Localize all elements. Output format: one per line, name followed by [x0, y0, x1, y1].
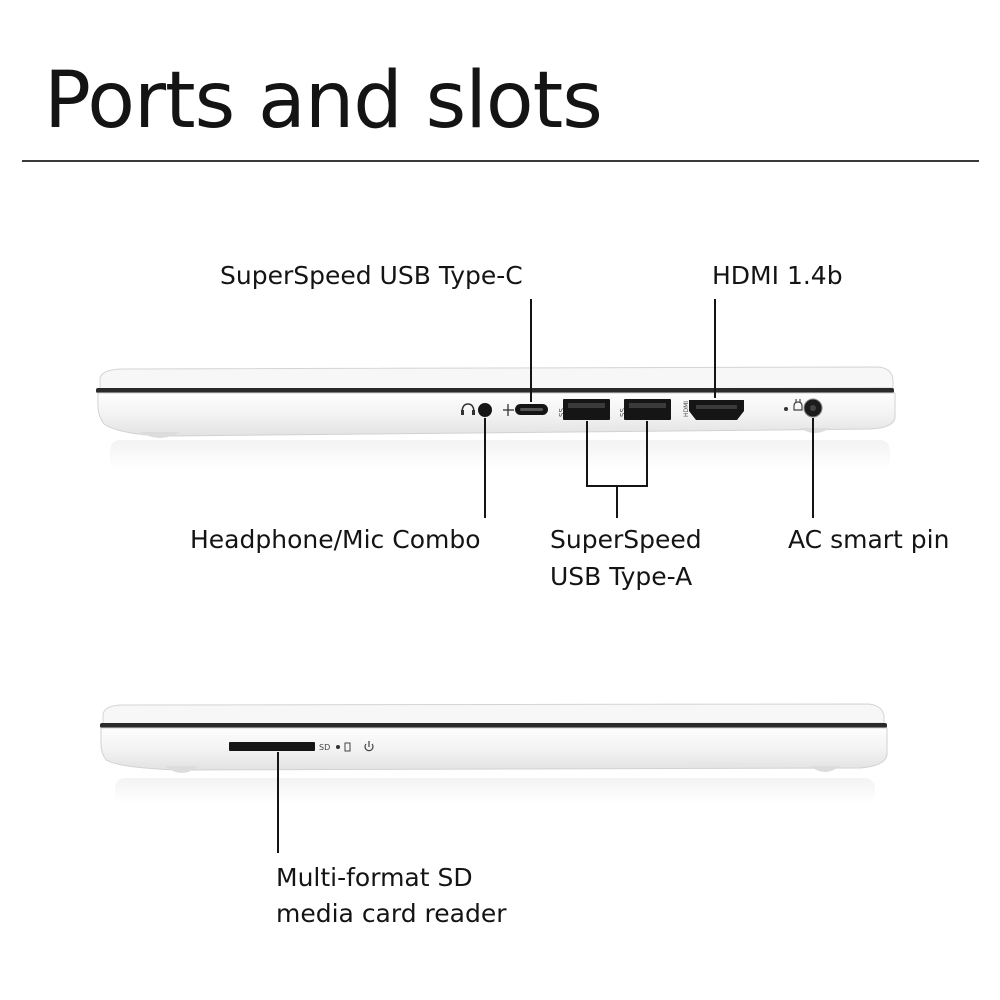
laptop-front-lid [102, 703, 885, 725]
title-divider [22, 160, 979, 162]
label-sd-line2: media card reader [276, 899, 507, 928]
label-usb-a-line1: SuperSpeed [550, 525, 702, 554]
ss-logo-2: SS [619, 408, 627, 417]
laptop-front-base [100, 727, 888, 771]
usb-symbol-icon [503, 404, 514, 416]
page-title: Ports and slots [44, 56, 603, 146]
usb-a-port-1 [563, 399, 610, 420]
laptop-foot-front [140, 432, 180, 438]
laptop-lid [99, 366, 894, 391]
status-led [336, 745, 340, 749]
laptop-foot-back [800, 428, 830, 433]
ss-logo-1: SS [558, 408, 566, 417]
laptop-front-foot-right [810, 766, 840, 772]
label-sd-line1: Multi-format SD [276, 863, 473, 892]
usb-a-port-2 [624, 399, 671, 420]
label-headphone-mic: Headphone/Mic Combo [190, 525, 481, 554]
headphone-mic-jack [478, 403, 492, 417]
label-hdmi: HDMI 1.4b [712, 261, 843, 290]
laptop-front-seam [100, 723, 887, 728]
laptop-seam [96, 388, 894, 393]
hdmi-port [689, 400, 744, 420]
headphone-icon [461, 403, 475, 415]
power-plug-icon [793, 399, 803, 411]
usb-c-tongue [520, 408, 543, 411]
laptop-front-reflection [115, 778, 875, 804]
label-ac-smart-pin: AC smart pin [788, 525, 950, 554]
hdmi-port-tongue [696, 405, 737, 409]
hdmi-logo: HDMI [683, 401, 690, 417]
label-usb-a-line2: USB Type-A [550, 562, 693, 591]
power-icon [364, 741, 374, 752]
usb-a-port-2-tongue [629, 403, 666, 408]
charge-led [784, 407, 788, 411]
label-usb-c: SuperSpeed USB Type-C [220, 261, 523, 290]
sd-marking: SD [319, 743, 330, 752]
laptop-reflection [110, 440, 890, 470]
usb-a-port-1-tongue [568, 403, 605, 408]
battery-icon [344, 742, 351, 752]
sd-card-slot [229, 742, 315, 751]
laptop-base [97, 392, 896, 437]
ac-smart-pin-center [810, 405, 816, 411]
laptop-front-foot-left [165, 766, 198, 773]
